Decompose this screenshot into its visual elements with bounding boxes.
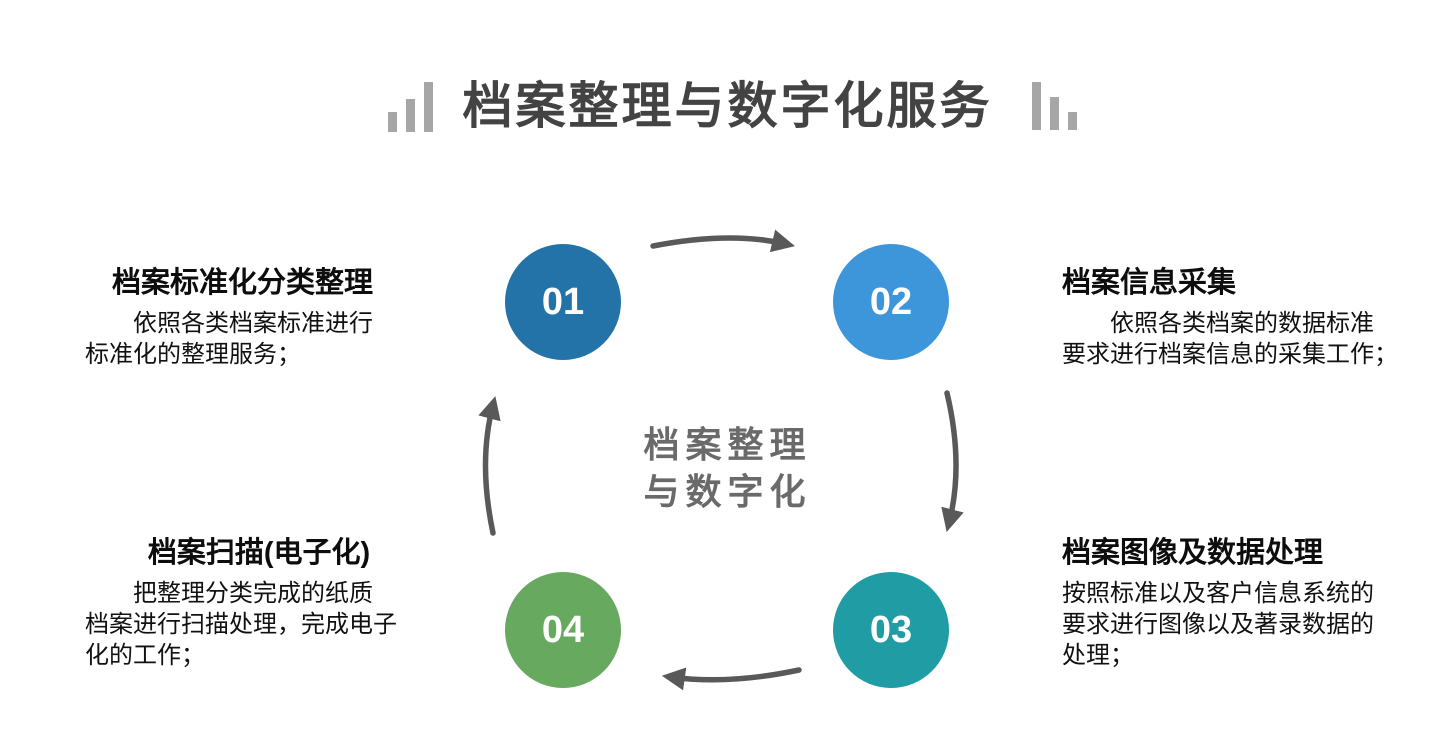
step-title: 档案图像及数据处理 [1062,537,1324,569]
step-block-01: 档案标准化分类整理 依照各类档案标准进行 标准化的整理服务； [85,264,400,370]
ascending-bars-icon [388,82,433,132]
step-number: 03 [869,608,913,651]
bar-tall [424,82,433,132]
step-description: 依照各类档案的数据标准 要求进行档案信息的采集工作； [1062,310,1398,368]
step-block-02: 档案信息采集 依照各类档案的数据标准 要求进行档案信息的采集工作； [1062,264,1410,370]
bar-medium [406,99,415,132]
bar-short [388,112,397,132]
step-circle-02: 02 [833,244,949,360]
step-description: 按照标准以及客户信息系统的 要求进行图像以及著录数据的 处理； [1062,580,1374,669]
step-description: 把整理分类完成的纸质 档案进行扫描处理，完成电子 化的工作； [85,580,397,669]
step-title: 档案标准化分类整理 [111,267,373,299]
arrow-step1-to-step2 [650,229,796,253]
descending-bars-icon [1032,82,1077,130]
step-number: 04 [541,608,585,651]
step-title: 档案扫描(电子化) [147,537,371,569]
bar-tall [1032,82,1041,130]
step-block-03: 档案图像及数据处理 按照标准以及客户信息系统的 要求进行图像以及著录数据的 处理… [1062,534,1422,671]
step-block-04: 档案扫描(电子化) 把整理分类完成的纸质 档案进行扫描处理，完成电子 化的工作； [85,534,433,671]
arrow-step3-to-step4 [661,667,802,691]
bar-medium [1050,97,1059,130]
step-title: 档案信息采集 [1062,267,1237,299]
step-number: 02 [869,280,913,323]
cycle-center-label: 档案整理 与数字化 [643,424,812,512]
bar-short [1068,112,1077,130]
step-circle-04: 04 [505,572,621,688]
step-circle-01: 01 [505,244,621,360]
step-number: 01 [541,280,585,323]
step-circle-03: 03 [833,572,949,688]
page-title: 档案整理与数字化服务 [462,78,993,134]
step-description: 依照各类档案标准进行 标准化的整理服务； [85,310,373,368]
